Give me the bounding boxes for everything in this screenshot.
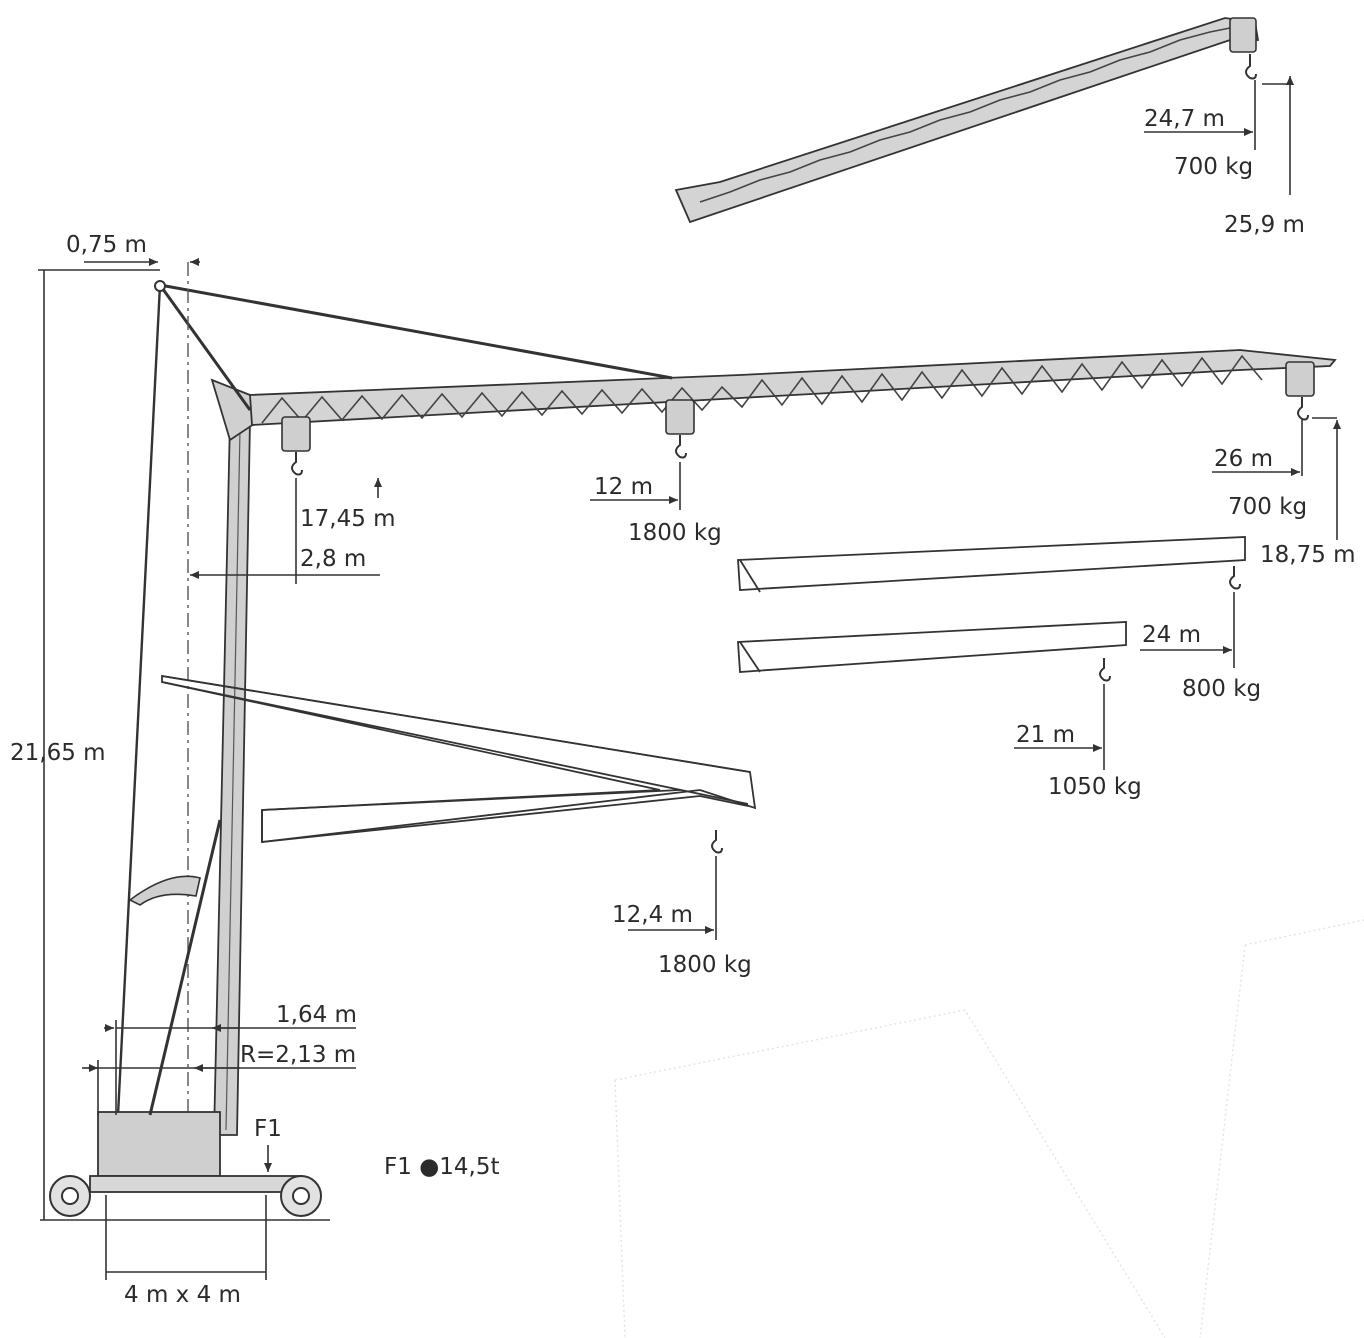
base-radius-1-label: 1,64 m — [276, 1002, 357, 1028]
luffed-hook-height-label: 25,9 m — [1224, 212, 1305, 238]
hook-icon — [711, 830, 723, 854]
hook-icon — [1229, 566, 1241, 590]
mid-hook-radius-label: 12 m — [594, 474, 653, 500]
crane-mast — [210, 378, 262, 1136]
background-watermark — [614, 919, 1364, 1338]
dimension-lines — [38, 76, 1341, 1280]
folded-b-load-label: 1050 kg — [1048, 774, 1142, 800]
luffed-hook-radius-label: 24,7 m — [1144, 106, 1225, 132]
folded-c-load-label: 1800 kg — [658, 952, 752, 978]
tie-rods — [116, 262, 673, 1120]
dimension-labels: 21,65 m 0,75 m 17,45 m 2,8 m 12 m 1800 k… — [10, 106, 1356, 1308]
base-radius-2-label: R=2,13 m — [240, 1042, 356, 1068]
folded-boom-lower — [161, 674, 757, 854]
force-label: F1 — [254, 1116, 282, 1142]
tip-hook-height-label: 18,75 m — [1260, 542, 1356, 568]
main-jib — [249, 349, 1337, 476]
mid-hook-load-label: 1800 kg — [628, 520, 722, 546]
tip-hook-load-label: 700 kg — [1228, 494, 1307, 520]
luffed-hook-load-label: 700 kg — [1174, 154, 1253, 180]
crane-base — [40, 819, 330, 1221]
folded-boom-middle — [737, 621, 1127, 682]
inner-hook-height-label: 17,45 m — [300, 506, 396, 532]
mast-offset-label: 0,75 m — [66, 232, 147, 258]
hook-icon — [675, 435, 687, 459]
folded-boom-upper — [737, 536, 1246, 593]
folded-a-load-label: 800 kg — [1182, 676, 1261, 702]
hook-icon — [1245, 54, 1257, 80]
folded-b-radius-label: 21 m — [1016, 722, 1075, 748]
hook-icon — [1297, 397, 1309, 421]
force-value-label: F1 ●14,5t — [384, 1154, 499, 1180]
inner-hook-radius-label: 2,8 m — [300, 546, 366, 572]
luffed-jib — [674, 17, 1260, 224]
hook-icon — [1099, 658, 1111, 682]
support-size-label: 4 m x 4 m — [124, 1282, 241, 1308]
total-height-label: 21,65 m — [10, 740, 106, 766]
hook-icon — [291, 452, 303, 476]
folded-a-radius-label: 24 m — [1142, 622, 1201, 648]
folded-c-radius-label: 12,4 m — [612, 902, 693, 928]
tip-hook-radius-label: 26 m — [1214, 446, 1273, 472]
